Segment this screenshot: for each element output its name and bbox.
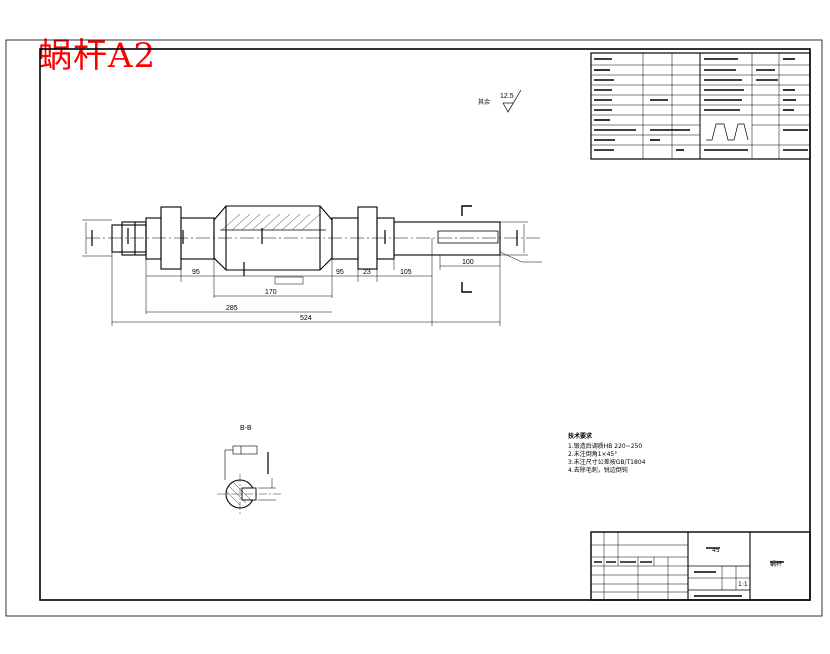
worm-hatching [220, 213, 326, 231]
tech-requirements: 技术要求 1.锻造后调质HB 220~250 2.未注倒角1×45° 3.未注尺… [568, 432, 646, 474]
tech-line-1: 1.锻造后调质HB 220~250 [568, 442, 642, 450]
part-material: 45 [712, 547, 720, 554]
extension-lines [111, 238, 501, 326]
tech-line-2: 2.未注倒角1×45° [568, 450, 617, 458]
dim-23: 23 [363, 269, 371, 276]
diameter-callouts [91, 228, 518, 285]
roughness-label: 其余 [478, 98, 490, 106]
title-block [590, 531, 811, 601]
tech-heading: 技术要求 [568, 432, 593, 440]
drawing-title: 蜗杆A2 [38, 36, 157, 76]
dim-95-left: 95 [192, 269, 200, 276]
dim-100: 100 [462, 259, 474, 266]
dim-105: 105 [400, 269, 412, 276]
dim-95-right: 95 [336, 269, 344, 276]
roughness-value: 12.5 [500, 93, 514, 100]
sheet-border-outer [5, 39, 823, 617]
section-view [217, 445, 282, 514]
dim-524: 524 [300, 315, 312, 322]
roughness-symbol [502, 89, 522, 113]
parameter-table [590, 52, 811, 160]
worm-shaft [111, 205, 501, 271]
dim-285: 285 [226, 305, 238, 312]
part-scale: 1:1 [738, 581, 748, 588]
dimension-lines [112, 265, 500, 323]
section-label: B-B [240, 425, 252, 432]
tech-line-4: 4.去除毛刺，锐边倒钝 [568, 466, 628, 474]
dim-170: 170 [265, 289, 277, 296]
tech-line-3: 3.未注尺寸公差按GB/T1804 [568, 458, 646, 466]
drawing-frame [39, 48, 811, 601]
part-name: 蜗杆 [770, 560, 782, 568]
section-cut-marks [461, 205, 472, 293]
